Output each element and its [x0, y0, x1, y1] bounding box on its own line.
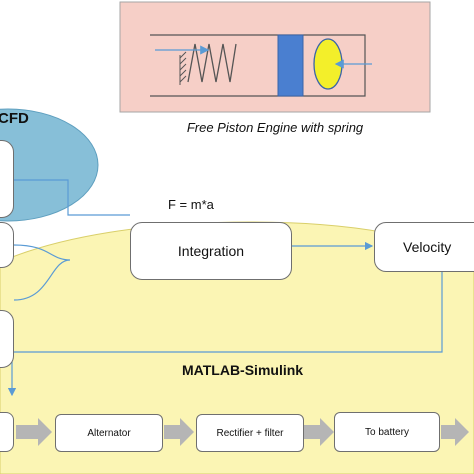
rectifier-block: Rectifier + filter: [196, 414, 304, 452]
connector-cfd-to-integration: [14, 179, 130, 216]
connector-left-bracket: [13, 244, 71, 301]
integration-block: Integration: [130, 222, 292, 280]
left-box-lower: [0, 310, 14, 368]
chevron-arrow-2: [164, 418, 194, 446]
cfd-label: CFD: [0, 110, 29, 127]
engine-caption: Free Piston Engine with spring: [186, 120, 364, 135]
alternator-block: Alternator: [55, 414, 163, 452]
matlab-label: MATLAB-Simulink: [182, 362, 304, 378]
cfd-region: [0, 108, 99, 222]
piston: [277, 34, 304, 97]
rectifier-label: Rectifier + filter: [216, 427, 284, 439]
left-box-top: [0, 140, 14, 218]
velocity-block: Velocity: [374, 222, 474, 272]
chain-block-left-clipped: [0, 412, 14, 452]
integration-label: Integration: [177, 243, 245, 259]
velocity-label: Velocity: [403, 239, 452, 255]
connector-velocity-to-chain: [7, 272, 443, 397]
battery-block: To battery: [334, 412, 440, 452]
chevron-arrow-3: [304, 418, 334, 446]
engine-panel: [119, 1, 431, 113]
alternator-label: Alternator: [87, 427, 131, 439]
wall-hatch-icon: [179, 51, 187, 85]
chevron-arrow-1: [16, 418, 52, 446]
chevron-arrow-4: [441, 418, 469, 446]
left-box-middle: [0, 222, 14, 268]
battery-label: To battery: [365, 426, 409, 438]
equation-label: F = m*a: [168, 197, 214, 212]
cylinder-outline: [150, 34, 366, 97]
